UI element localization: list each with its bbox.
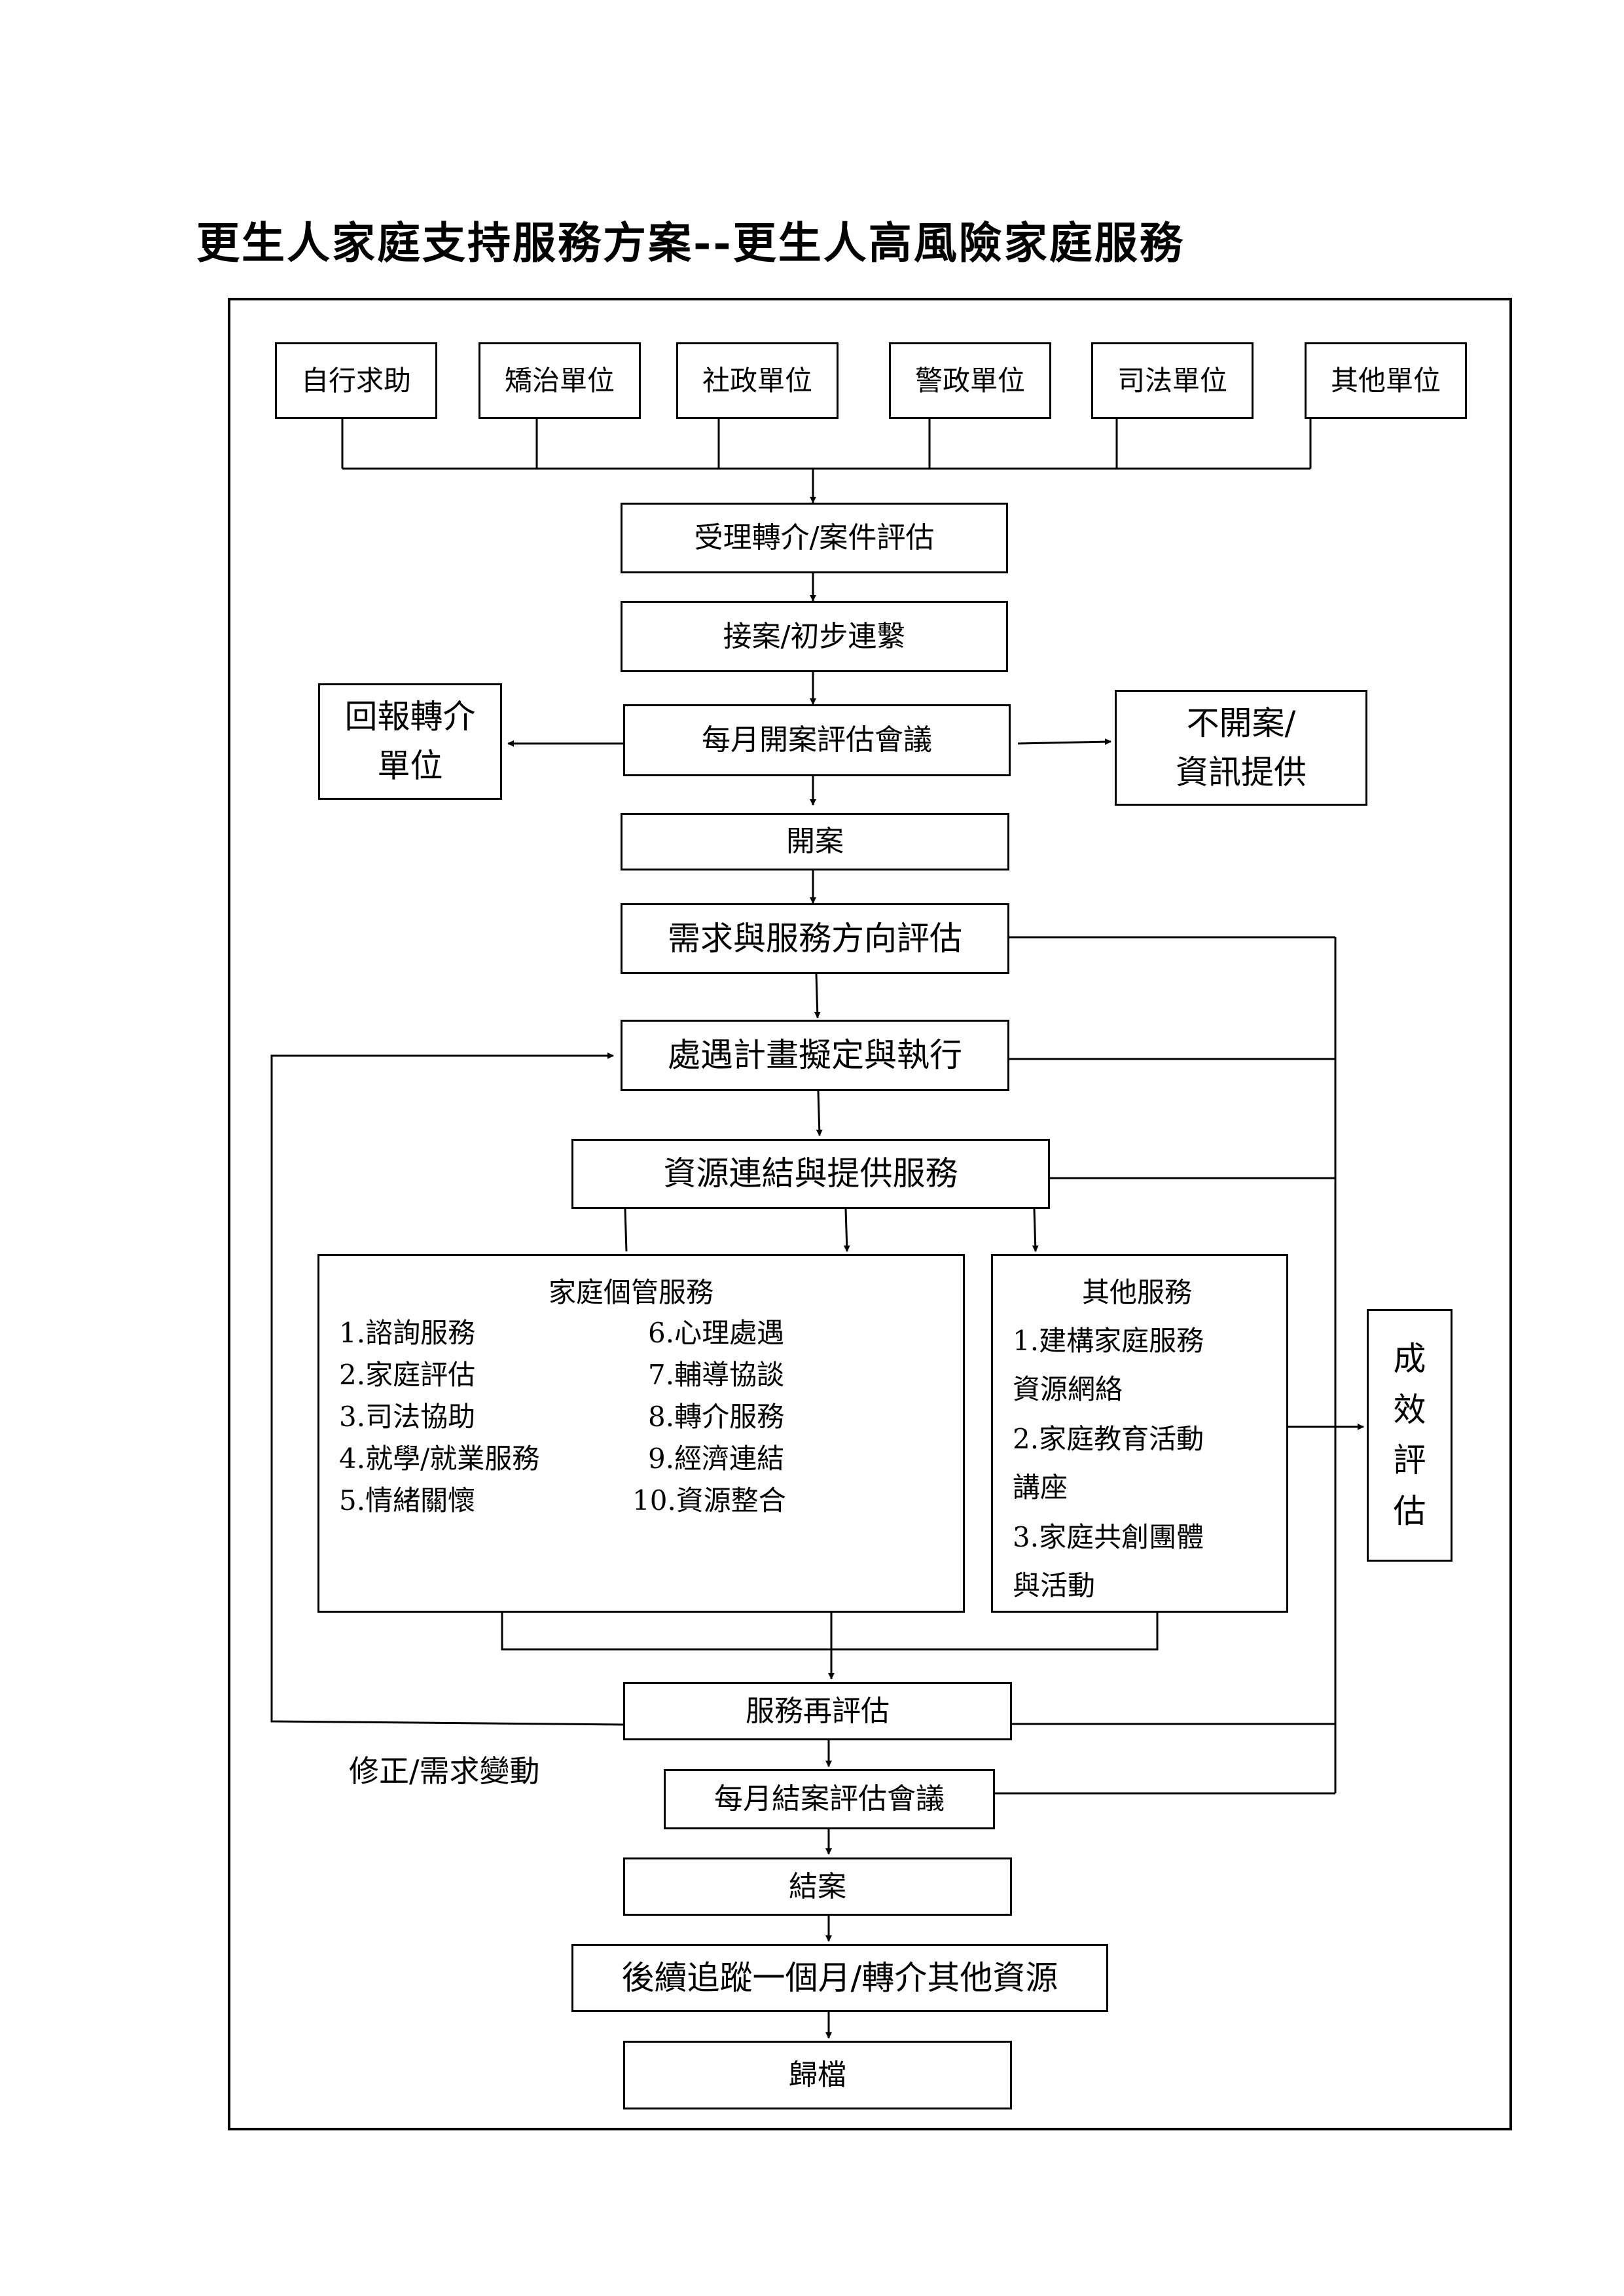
monthly-close-meeting-box: 每月結案評估會議 — [664, 1769, 995, 1829]
no-open-box: 不開案/ 資訊提供 — [1115, 690, 1367, 806]
plan-box: 處遇計畫擬定與執行 — [621, 1020, 1009, 1091]
family-case-item: 4.就學/就業服務 — [339, 1443, 540, 1475]
family-case-item: 7.輔導協談 — [648, 1359, 785, 1391]
other-services-line: 資源網絡 — [1013, 1373, 1123, 1405]
no-open-line-1: 不開案/ — [1186, 704, 1296, 742]
family-case-item: 6.心理處遇 — [648, 1317, 785, 1349]
followup-box: 後續追蹤一個月/轉介其他資源 — [571, 1944, 1108, 2012]
close-case-box: 結案 — [623, 1857, 1012, 1916]
family-case-item: 1.諮詢服務 — [339, 1317, 476, 1349]
arrows-to-family-case — [624, 1208, 847, 1251]
family-case-item: 8.轉介服務 — [648, 1401, 785, 1433]
report-back-line-2: 單位 — [377, 747, 443, 785]
source-correction-unit: 矯治單位 — [478, 342, 641, 419]
contact-box: 接案/初步連繫 — [621, 601, 1008, 672]
evaluation-char: 估 — [1393, 1492, 1426, 1530]
family-case-item: 9.經濟連結 — [648, 1443, 785, 1475]
source-other-unit: 其他單位 — [1305, 342, 1467, 419]
arrow-to-no-open — [1017, 738, 1111, 745]
open-case-box: 開案 — [621, 813, 1009, 870]
source-drop-lines — [341, 419, 1312, 469]
evaluation-box: 成 效 評 估 — [1367, 1309, 1453, 1562]
arrow-to-other-services — [1032, 1208, 1039, 1252]
evaluation-rail-lines — [995, 936, 1337, 1795]
family-case-item: 3.司法協助 — [339, 1401, 476, 1433]
family-case-box: 家庭個管服務 1.諮詢服務 2.家庭評估 3.司法協助 4.就學/就業服務 5.… — [317, 1254, 965, 1613]
evaluation-char: 成 — [1393, 1340, 1426, 1378]
diagram-frame — [228, 298, 1512, 2130]
merge-line — [501, 1613, 1159, 1651]
source-judicial-unit: 司法單位 — [1091, 342, 1254, 419]
intake-box: 受理轉介/案件評估 — [621, 503, 1008, 573]
other-services-box: 其他服務 1.建構家庭服務 資源網絡 2.家庭教育活動 講座 3.家庭共創團體 … — [991, 1254, 1288, 1613]
other-services-title: 其他服務 — [1082, 1276, 1193, 1308]
family-case-title: 家庭個管服務 — [549, 1276, 714, 1308]
revision-label: 修正/需求變動 — [349, 1753, 540, 1789]
page-title: 更生人家庭支持服務方案--更生人高風險家庭服務 — [196, 217, 1185, 268]
arrow-to-resources — [816, 1090, 823, 1136]
other-services-line: 與活動 — [1013, 1570, 1096, 1602]
evaluation-char: 評 — [1393, 1441, 1426, 1479]
reassess-box: 服務再評估 — [623, 1682, 1012, 1740]
resources-box: 資源連結與提供服務 — [571, 1139, 1050, 1209]
arrow-to-plan — [814, 973, 821, 1018]
revision-loop-arrow — [270, 1052, 624, 1726]
family-case-item: 10.資源整合 — [632, 1484, 786, 1516]
other-services-line: 2.家庭教育活動 — [1013, 1423, 1204, 1455]
report-back-box: 回報轉介 單位 — [318, 683, 502, 800]
other-services-line: 講座 — [1013, 1471, 1068, 1503]
source-self-help: 自行求助 — [275, 342, 437, 419]
source-police-unit: 警政單位 — [889, 342, 1051, 419]
monthly-open-meeting-box: 每月開案評估會議 — [623, 704, 1011, 776]
needs-assessment-box: 需求與服務方向評估 — [621, 903, 1009, 974]
archive-box: 歸檔 — [623, 2041, 1012, 2109]
source-social-unit: 社政單位 — [676, 342, 839, 419]
report-back-line-1: 回報轉介 — [344, 698, 476, 736]
other-services-line: 1.建構家庭服務 — [1013, 1325, 1204, 1357]
family-case-item: 2.家庭評估 — [339, 1359, 476, 1391]
family-case-item: 5.情緒關懷 — [339, 1484, 476, 1516]
no-open-line-2: 資訊提供 — [1176, 753, 1307, 791]
other-services-line: 3.家庭共創團體 — [1013, 1521, 1204, 1553]
evaluation-char: 效 — [1393, 1390, 1426, 1429]
